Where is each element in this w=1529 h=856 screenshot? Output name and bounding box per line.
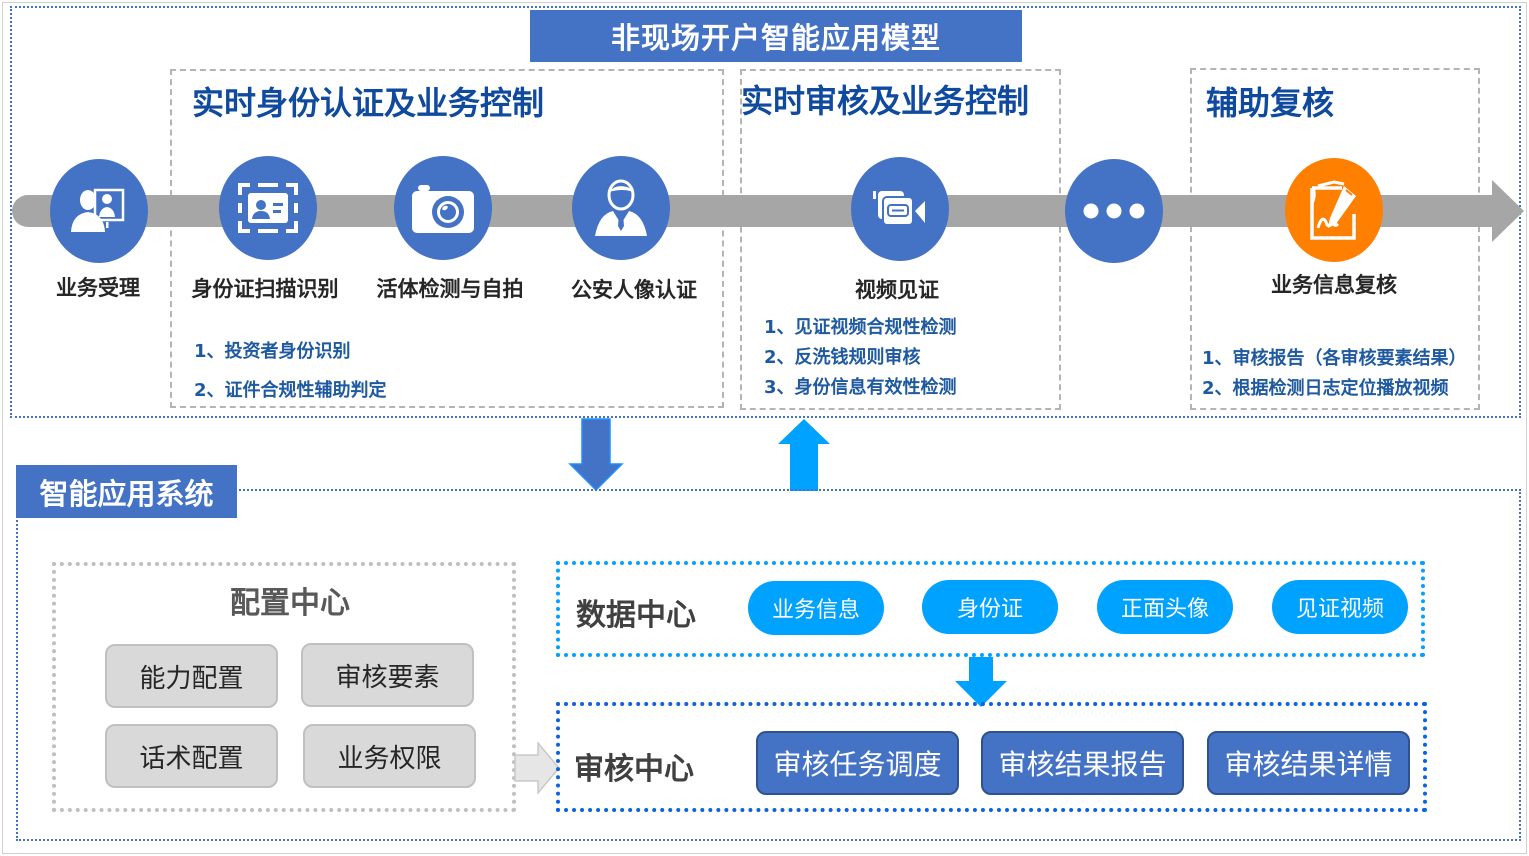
step-label-liveness-selfie: 活体检测与自拍 — [376, 277, 524, 301]
step-more[interactable] — [1065, 159, 1163, 263]
data-center-title: 数据中心 — [576, 598, 696, 633]
config-audit-elements-button[interactable]: 审核要素 — [301, 643, 474, 707]
stage-title-review: 辅助复核 — [1206, 84, 1335, 122]
stage-review-bullet-1: 1、审核报告（各审核要素结果） — [1202, 348, 1467, 369]
sign-document-icon — [1304, 178, 1364, 242]
audit-result-report-button[interactable]: 审核结果报告 — [981, 731, 1184, 795]
step-label-business-info-review: 业务信息复核 — [1271, 273, 1397, 297]
arrow-up-to-model — [776, 418, 832, 492]
data-item-face-photo[interactable]: 正面头像 — [1097, 580, 1233, 634]
audit-result-details-button[interactable]: 审核结果详情 — [1207, 731, 1410, 795]
data-item-business-info[interactable]: 业务信息 — [748, 581, 884, 635]
config-center-box — [52, 562, 516, 812]
stage-identity-bullet-2: 2、证件合规性辅助判定 — [194, 380, 387, 401]
data-item-witness-video[interactable]: 见证视频 — [1272, 580, 1408, 634]
step-police-portrait-auth[interactable] — [572, 156, 670, 260]
step-business-reception[interactable] — [50, 159, 148, 263]
more-icon — [1082, 203, 1146, 219]
system-title: 智能应用系统 — [16, 465, 237, 518]
arrow-data-to-audit — [953, 657, 1009, 707]
config-capability-button[interactable]: 能力配置 — [105, 644, 278, 708]
stage-title-audit: 实时审核及业务控制 — [741, 82, 1030, 120]
stage-identity-bullet-1: 1、投资者身份识别 — [194, 341, 351, 362]
step-video-witness[interactable] — [851, 157, 949, 261]
video-camera-icon — [871, 189, 929, 229]
id-card-scan-icon — [236, 181, 300, 235]
data-item-id-card[interactable]: 身份证 — [922, 580, 1058, 634]
camera-icon — [410, 181, 476, 235]
step-business-info-review[interactable] — [1285, 158, 1383, 262]
arrow-config-to-audit — [514, 742, 560, 794]
stage-review-bullet-2: 2、根据检测日志定位播放视频 — [1202, 378, 1449, 399]
config-center-title: 配置中心 — [230, 586, 350, 621]
step-id-card-scan[interactable] — [219, 156, 317, 260]
stage-box-audit — [740, 69, 1061, 410]
audit-center-title: 审核中心 — [574, 752, 694, 787]
step-liveness-selfie[interactable] — [394, 156, 492, 260]
audit-task-scheduling-button[interactable]: 审核任务调度 — [756, 731, 959, 795]
stage-audit-bullet-3: 3、身份信息有效性检测 — [764, 377, 957, 398]
config-script-button[interactable]: 话术配置 — [105, 724, 278, 788]
step-label-id-card-scan: 身份证扫描识别 — [191, 277, 339, 301]
timeline-arrow-head — [1492, 180, 1524, 242]
stage-title-identity: 实时身份认证及业务控制 — [192, 84, 545, 122]
stage-box-review — [1190, 68, 1480, 410]
stage-audit-bullet-2: 2、反洗钱规则审核 — [764, 347, 921, 368]
business-reception-icon — [69, 184, 129, 238]
model-title: 非现场开户智能应用模型 — [530, 10, 1022, 62]
config-business-permission-button[interactable]: 业务权限 — [303, 724, 476, 788]
system-region — [16, 489, 1521, 841]
step-label-business-reception: 业务受理 — [56, 276, 140, 300]
audit-center-box — [556, 702, 1427, 812]
stage-box-identity — [170, 69, 724, 408]
step-label-police-portrait-auth: 公安人像认证 — [571, 278, 697, 302]
step-label-video-witness: 视频见证 — [855, 278, 939, 302]
data-center-box — [556, 561, 1425, 657]
stage-audit-bullet-1: 1、见证视频合规性检测 — [764, 317, 957, 338]
person-icon — [593, 178, 649, 238]
arrow-down-to-system — [568, 418, 624, 492]
